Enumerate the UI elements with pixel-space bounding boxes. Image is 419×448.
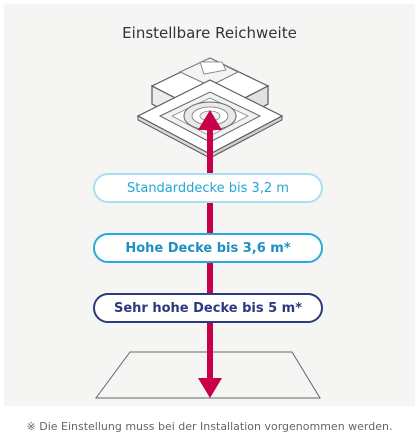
footnote: ※ Die Einstellung muss bei der Installat…: [26, 420, 393, 433]
range-label-very-high: Sehr hohe Decke bis 5 m*: [93, 293, 323, 323]
range-label-high: Hohe Decke bis 3,6 m*: [93, 233, 323, 263]
range-label-standard: Standarddecke bis 3,2 m: [93, 173, 323, 203]
floor-plane: [95, 351, 321, 399]
diagram-title: Einstellbare Reichweite: [122, 24, 297, 42]
